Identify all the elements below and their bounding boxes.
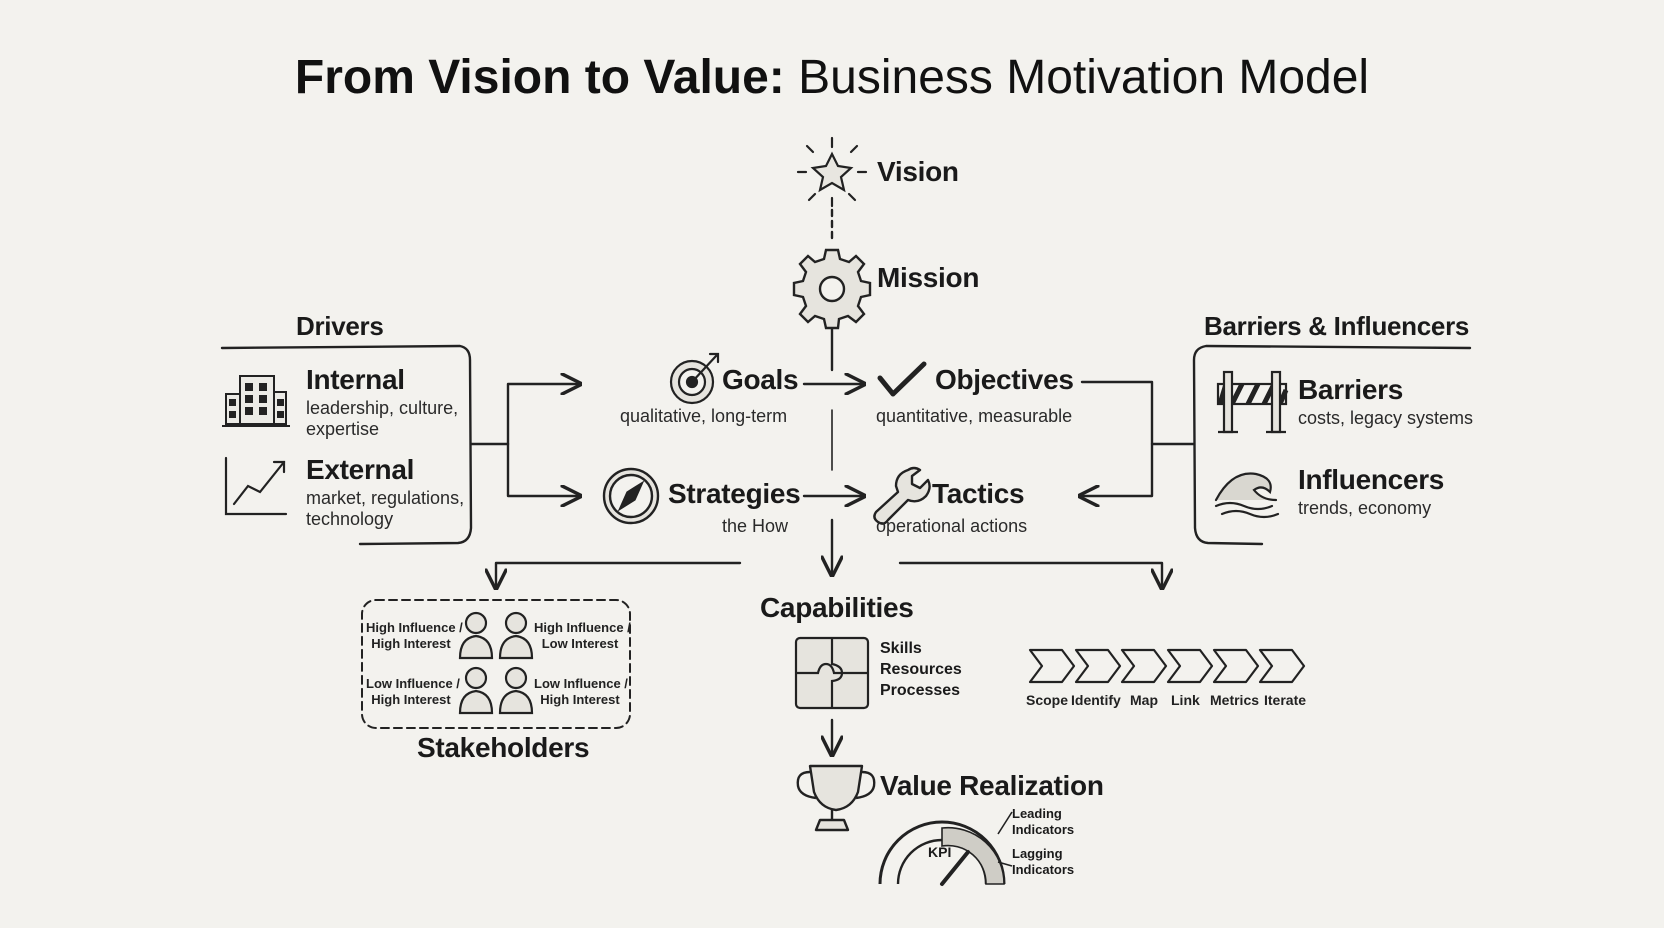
quadrant-2-line1: High Influence / [534, 620, 631, 635]
trend-chart-icon [224, 456, 288, 516]
star-burst-icon [796, 136, 868, 208]
value-realization-label: Value Realization [880, 770, 1104, 801]
external-desc-2: technology [306, 509, 394, 529]
connector-branch-left [496, 561, 742, 588]
quadrant-2-line2: Low Interest [541, 635, 619, 651]
office-building-icon [222, 375, 290, 427]
step-identify: Identify [1071, 692, 1121, 708]
wrench-icon [873, 466, 931, 525]
kpi-label: KPI [928, 844, 952, 860]
influencers-label: Influencers [1298, 464, 1445, 495]
drivers-heading: Drivers [296, 311, 384, 341]
stakeholder-people-icons [458, 611, 534, 715]
quadrant-3-line2: High Interest [371, 691, 451, 707]
step-link: Link [1171, 692, 1200, 708]
strategies-label: Strategies [668, 478, 801, 509]
strategies-desc: the How [722, 516, 789, 536]
goals-label: Goals [722, 364, 799, 395]
external-label: External [306, 454, 415, 485]
puzzle-icon [794, 636, 870, 710]
stakeholders-label: Stakeholders [417, 732, 590, 763]
quadrant-2: High Influence / Low Interest [534, 620, 631, 651]
capability-skills: Skills [880, 640, 922, 657]
quadrant-1: High Influence / High Interest [366, 620, 463, 651]
quadrant-3: Low Influence / High Interest [366, 676, 460, 707]
step-metrics: Metrics [1210, 692, 1260, 708]
barriers-influencers-heading: Barriers & Influencers [1204, 311, 1470, 341]
quadrant-4-line2: High Interest [540, 691, 620, 707]
title-rest: Business Motivation Model [798, 51, 1370, 104]
checkmark-icon [877, 361, 927, 397]
trophy-icon [796, 764, 876, 832]
wave-icon [1214, 472, 1280, 519]
quadrant-1-line2: High Interest [371, 635, 451, 651]
quadrant-4-line1: Low Influence / [534, 676, 628, 691]
lagging-line1: Lagging [1012, 846, 1063, 861]
objectives-label: Objectives [935, 364, 1074, 395]
stakeholders-frame [361, 599, 631, 729]
title-bold: From Vision to Value: [294, 51, 785, 104]
quadrant-1-line1: High Influence / [366, 620, 463, 635]
process-chevrons [1028, 648, 1306, 684]
lagging-indicators: Lagging Indicators [1012, 846, 1074, 878]
target-icon [669, 352, 720, 405]
gear-icon [792, 248, 872, 330]
kpi-gauge-icon [878, 811, 1013, 886]
connector-drivers-strategies [506, 442, 580, 496]
internal-desc-2: expertise [306, 419, 380, 439]
barriers-label: Barriers [1298, 374, 1404, 405]
mission-label: Mission [877, 262, 980, 293]
step-map: Map [1130, 692, 1158, 708]
leading-line1: Leading [1012, 806, 1062, 821]
vision-label: Vision [877, 156, 959, 187]
tactics-label: Tactics [932, 478, 1025, 509]
connector-branch-right [898, 561, 1162, 588]
barriers-desc: costs, legacy systems [1298, 408, 1474, 428]
connector-objectives-barriers [1080, 380, 1154, 496]
leading-indicators: Leading Indicators [1012, 806, 1074, 838]
external-desc-1: market, regulations, [306, 488, 465, 508]
influencers-desc: trends, economy [1298, 498, 1432, 518]
tactics-desc: operational actions [876, 516, 1028, 536]
step-scope: Scope [1026, 692, 1069, 708]
compass-icon [602, 467, 660, 525]
leading-line2: Indicators [1012, 822, 1075, 837]
quadrant-4: Low Influence / High Interest [534, 676, 628, 707]
internal-desc-1: leadership, culture, [306, 398, 459, 418]
lagging-line2: Indicators [1012, 862, 1075, 877]
quadrant-3-line1: Low Influence / [366, 676, 460, 691]
page-title: From Vision to Value: Business Motivatio… [0, 50, 1664, 105]
barricade-icon [1216, 370, 1289, 434]
connector-drivers-goals [506, 384, 580, 446]
goals-desc: qualitative, long-term [620, 406, 788, 426]
internal-label: Internal [306, 364, 405, 395]
objectives-desc: quantitative, measurable [876, 406, 1073, 426]
capability-resources: Resources [880, 661, 962, 678]
capability-processes: Processes [880, 682, 961, 699]
capabilities-label: Capabilities [760, 592, 914, 623]
capabilities-list: Skills Resources Processes [880, 638, 962, 701]
step-iterate: Iterate [1264, 692, 1307, 708]
